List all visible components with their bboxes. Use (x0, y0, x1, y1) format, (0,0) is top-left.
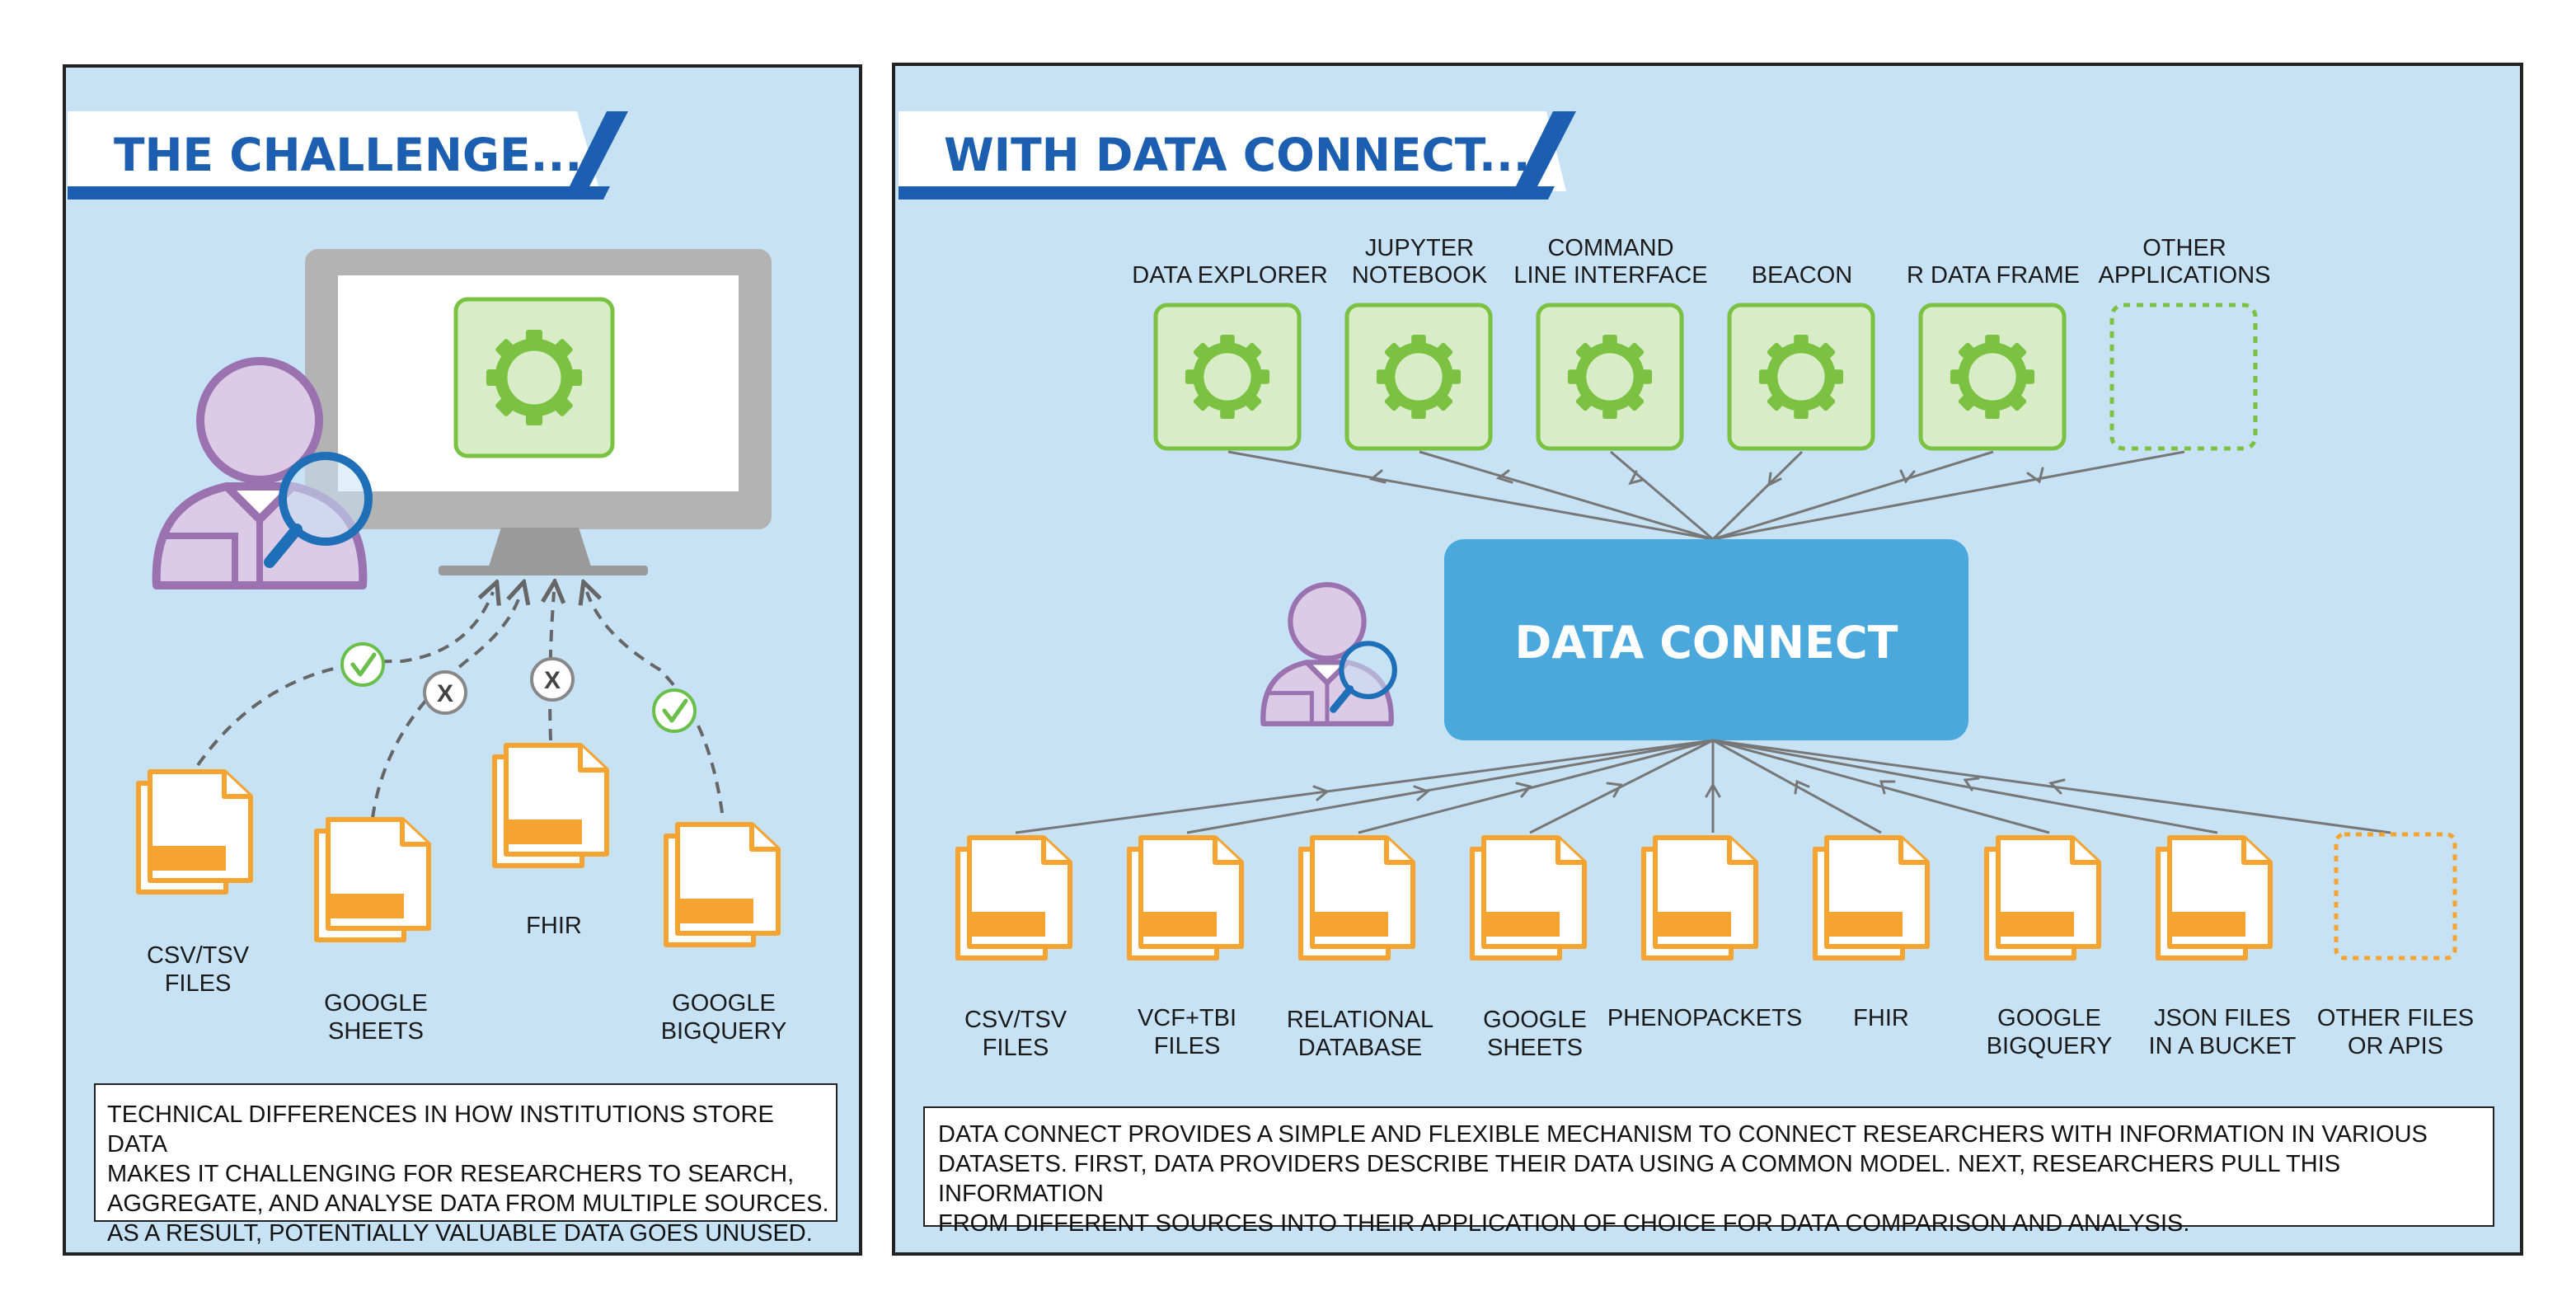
arrowheads (1312, 777, 2066, 801)
app-box-r-data-frame (1918, 303, 2067, 451)
database-file-icon (1301, 838, 1413, 958)
source-label: GOOGLE (324, 990, 428, 1017)
arrow (1419, 450, 1714, 541)
app-label: R DATA FRAME (1907, 262, 2080, 289)
vcf-file-icon (1129, 838, 1241, 958)
challenge-panel: THE CHALLENGE... X (63, 64, 862, 1256)
arrow (1227, 450, 1714, 541)
bigquery-file-icon (1987, 838, 2099, 958)
app-box-cli (1536, 303, 1684, 451)
app-label: OTHER (2142, 235, 2226, 261)
x-icon: X (423, 670, 467, 715)
data-connect-panel: WITH DATA CONNECT... DATA EXPLORER JUPYT… (892, 63, 2523, 1256)
app-label: BEACON (1752, 262, 1852, 289)
source-label: FHIR (526, 913, 582, 939)
source-label: GOOGLE (672, 990, 776, 1017)
phenopackets-file-icon (1644, 838, 1756, 958)
csv-file-icon (138, 772, 251, 892)
arrow (1712, 450, 2185, 541)
challenge-banner: THE CHALLENGE... (68, 111, 628, 200)
source-label: OR APIS (2348, 1033, 2443, 1059)
arrowheads (1368, 467, 2044, 487)
challenge-title: THE CHALLENGE... (114, 129, 582, 181)
app-label: APPLICATIONS (2099, 262, 2271, 289)
csv-file-icon (958, 838, 1070, 958)
app-label: LINE INTERFACE (1513, 262, 1707, 289)
fhir-file-icon (1815, 838, 1927, 958)
arrow (1711, 450, 1804, 541)
sheets-file-icon (317, 820, 429, 940)
sheets-file-icon (1472, 838, 1584, 958)
arrow (1529, 739, 1714, 834)
arrow (1358, 739, 1714, 834)
other-files-placeholder (2334, 832, 2457, 960)
data-connect-description: DATA CONNECT PROVIDES A SIMPLE AND FLEXI… (923, 1106, 2494, 1237)
source-label: FILES (1154, 1033, 1221, 1059)
app-box-data-explorer (1153, 303, 1302, 451)
app-label: COMMAND (1547, 235, 1673, 261)
arrow (1610, 450, 1714, 541)
hub-label: DATA CONNECT (1515, 617, 1898, 669)
fhir-file-icon (495, 745, 607, 866)
json-file-icon (2158, 838, 2270, 958)
source-label: BIGQUERY (661, 1018, 787, 1045)
app-label: DATA EXPLORER (1132, 262, 1327, 289)
arrow (1712, 739, 2391, 834)
source-label: CSV/TSV (964, 1007, 1067, 1033)
source-label: OTHER FILES (2317, 1005, 2474, 1031)
app-label: JUPYTER (1365, 235, 1474, 261)
source-label: FILES (165, 970, 232, 997)
source-label: GOOGLE (1483, 1007, 1587, 1033)
arrow (1186, 739, 1714, 834)
source-label: SHEETS (328, 1018, 424, 1045)
source-label: FHIR (1853, 1005, 1909, 1031)
arrow (1712, 450, 1994, 541)
x-icon: X (530, 657, 575, 702)
source-label: PHENOPACKETS (1607, 1005, 1802, 1031)
app-label: NOTEBOOK (1352, 262, 1488, 289)
check-icon (340, 642, 385, 687)
source-label: VCF+TBI (1138, 1005, 1236, 1031)
source-label: JSON FILES (2154, 1005, 2291, 1031)
data-connect-hub: DATA CONNECT (1444, 539, 1968, 740)
arrow (1015, 739, 1714, 834)
svg-text:X: X (437, 680, 453, 707)
app-box-beacon (1727, 303, 1875, 451)
monitor-icon (305, 249, 772, 575)
source-label: DATABASE (1298, 1035, 1422, 1061)
source-label: IN A BUCKET (2149, 1033, 2297, 1059)
source-label: GOOGLE (1997, 1005, 2101, 1031)
source-label: SHEETS (1487, 1035, 1583, 1061)
app-box-jupyter (1344, 303, 1493, 451)
arrow (1712, 739, 2218, 834)
challenge-description: TECHNICAL DIFFERENCES IN HOW INSTITUTION… (94, 1083, 838, 1247)
bigquery-file-icon (666, 824, 778, 945)
check-icon (652, 688, 697, 733)
arrow (1712, 739, 2050, 834)
source-label: RELATIONAL (1287, 1007, 1433, 1033)
source-label: CSV/TSV (147, 942, 250, 969)
data-connect-banner: WITH DATA CONNECT... (899, 111, 1576, 200)
source-label: FILES (983, 1035, 1049, 1061)
app-box-other-placeholder (2109, 303, 2258, 451)
svg-text:X: X (544, 667, 561, 694)
source-label: BIGQUERY (1987, 1033, 2113, 1059)
data-connect-title: WITH DATA CONNECT... (944, 129, 1531, 181)
